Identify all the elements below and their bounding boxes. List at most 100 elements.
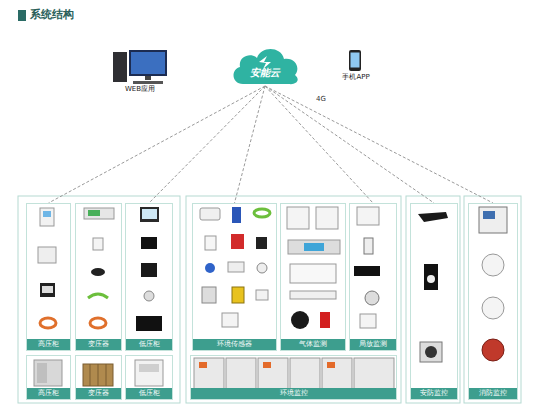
cloud-label: 安能云 bbox=[229, 66, 301, 80]
group-frame bbox=[464, 196, 521, 403]
camera-icon bbox=[420, 342, 442, 362]
terminal-node: 手机APP bbox=[334, 48, 378, 82]
keyboard bbox=[133, 81, 163, 84]
module-box: 环境传感器 bbox=[192, 203, 277, 351]
module-box: 安防监控 bbox=[410, 203, 458, 400]
phone-screen bbox=[351, 53, 360, 68]
tablet-icon bbox=[136, 316, 162, 331]
module-label: 高压柜 bbox=[27, 339, 70, 350]
module-label: 高压柜 bbox=[27, 388, 70, 399]
module-label: 局放监测 bbox=[350, 339, 396, 350]
monitor-stand bbox=[145, 76, 151, 80]
module-box: 气体监测 bbox=[280, 203, 346, 351]
cloud-outline bbox=[234, 49, 298, 84]
module-label: 环境传感器 bbox=[193, 339, 276, 350]
sensor-icon bbox=[364, 238, 373, 254]
cabinet-light bbox=[263, 362, 271, 368]
device-icon bbox=[360, 314, 376, 328]
sensor-icon bbox=[256, 237, 267, 249]
cabinet-panel bbox=[139, 364, 159, 372]
sensor-icon bbox=[202, 287, 216, 303]
dashed-connector bbox=[149, 86, 265, 203]
sensor-icon bbox=[228, 262, 244, 272]
ct-ring bbox=[90, 318, 106, 328]
sensor-icon bbox=[418, 212, 448, 222]
module-label: 低压柜 bbox=[126, 339, 172, 350]
transformer-fin bbox=[90, 364, 91, 386]
module-box: 低压柜 bbox=[125, 355, 173, 400]
fire-panel bbox=[479, 207, 507, 233]
meter-icon bbox=[38, 247, 56, 263]
device-icon bbox=[357, 207, 379, 225]
cabinet-door bbox=[37, 363, 47, 383]
device-icon bbox=[84, 208, 114, 219]
fire-panel-screen bbox=[483, 211, 495, 219]
cabinet-photo bbox=[322, 358, 352, 390]
module-box: 变压器 bbox=[75, 203, 122, 351]
transformer-photo bbox=[83, 364, 113, 386]
group-frame bbox=[18, 196, 180, 403]
terminal-label: WEB应用 bbox=[108, 84, 172, 94]
door-sensor bbox=[424, 264, 438, 290]
monitor-icon bbox=[140, 207, 159, 222]
monitor-screen bbox=[142, 209, 157, 219]
panel-icon bbox=[287, 207, 309, 229]
computer-icon bbox=[113, 50, 167, 84]
group-frame bbox=[406, 196, 460, 403]
panel-icon bbox=[316, 207, 338, 229]
module-box: 高压柜 bbox=[26, 355, 71, 400]
device-icon bbox=[354, 266, 380, 276]
module-label: 安防监控 bbox=[411, 388, 457, 399]
terminal-label: 手机APP bbox=[334, 72, 378, 82]
smoke-detector bbox=[482, 297, 504, 319]
cabinet-photo bbox=[194, 358, 224, 390]
monitor bbox=[129, 50, 167, 76]
cabinet-photo bbox=[290, 358, 320, 390]
terminal-node: WEB应用 bbox=[108, 46, 172, 94]
sensor-icon bbox=[200, 208, 220, 220]
sensor-icon bbox=[231, 234, 244, 249]
module-label: 变压器 bbox=[76, 339, 121, 350]
gas-detector-icon bbox=[232, 287, 244, 303]
smoke-detector bbox=[482, 254, 504, 276]
sensor-icon bbox=[254, 209, 270, 217]
transformer-fin bbox=[106, 364, 107, 386]
module-box: 环境监控 bbox=[190, 355, 397, 400]
device-icon bbox=[290, 264, 336, 283]
module-box: 低压柜 bbox=[125, 203, 173, 351]
group-frame bbox=[186, 196, 401, 403]
sensor-icon bbox=[257, 263, 267, 273]
camera-lens bbox=[425, 346, 437, 358]
cabinet-photo bbox=[354, 358, 394, 390]
phone-body bbox=[349, 50, 361, 71]
cabinet-photo bbox=[135, 360, 163, 386]
title-marker bbox=[18, 10, 26, 21]
dashed-connector bbox=[49, 86, 266, 203]
module-label: 消防监控 bbox=[469, 388, 517, 399]
module-label: 环境监控 bbox=[191, 388, 396, 399]
device-screen bbox=[88, 210, 100, 216]
device-screen bbox=[42, 286, 53, 293]
sensor-icon bbox=[256, 290, 268, 300]
device-icon bbox=[93, 238, 103, 250]
dashed-connector bbox=[265, 86, 493, 203]
monitor-screen bbox=[131, 52, 165, 74]
door-sensor-light bbox=[427, 275, 435, 283]
device-icon bbox=[141, 263, 157, 277]
cable-icon bbox=[88, 294, 108, 298]
device-screen bbox=[43, 211, 51, 217]
transformer-fin bbox=[98, 364, 99, 386]
alarm-icon bbox=[320, 312, 330, 328]
sensor-icon bbox=[205, 263, 215, 273]
module-label: 变压器 bbox=[76, 388, 121, 399]
cabinet-photo bbox=[258, 358, 288, 390]
module-box: 高压柜 bbox=[26, 203, 71, 351]
heat-detector bbox=[482, 339, 504, 361]
module-label: 低压柜 bbox=[126, 388, 172, 399]
cabinet-photo bbox=[226, 358, 256, 390]
cabinet-light bbox=[327, 362, 335, 368]
sensor-icon bbox=[232, 207, 241, 223]
module-box: 变压器 bbox=[75, 355, 122, 400]
siren-icon bbox=[291, 311, 309, 329]
